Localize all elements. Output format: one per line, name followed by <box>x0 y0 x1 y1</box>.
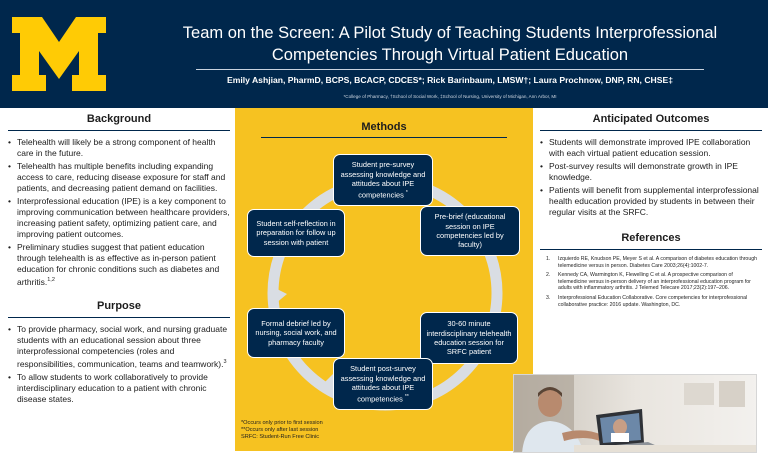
purpose-item: To provide pharmacy, social work, and nu… <box>8 324 230 370</box>
outcomes-list: Students will demonstrate improved IPE c… <box>540 137 762 218</box>
background-item: Telehealth has multiple benefits includi… <box>8 161 230 194</box>
outcomes-heading: Anticipated Outcomes <box>592 113 710 125</box>
left-column: Background Telehealth will likely be a s… <box>8 113 230 451</box>
background-heading: Background <box>86 113 152 125</box>
title-divider <box>196 69 704 70</box>
citation-superscript: 1,2 <box>47 277 55 283</box>
outcome-item: Students will demonstrate improved IPE c… <box>540 137 762 159</box>
reference-item: 2.Kennedy CA, Warmington K, Flewelling C… <box>546 272 751 292</box>
reference-item: 1.Izquierdo RE, Knudson PE, Meyer S et a… <box>546 256 757 269</box>
purpose-item: To allow students to work collaborativel… <box>8 372 230 405</box>
footnote: SRFC: Student-Run Free Clinic <box>241 434 320 440</box>
step-pre-survey: Student pre-survey assessing knowledge a… <box>333 154 433 206</box>
reference-item: 3.Interprofessional Education Collaborat… <box>546 294 748 308</box>
university-michigan-block-m-logo <box>12 17 106 91</box>
methods-panel: Methods Student pre-survey assessing kno… <box>235 108 533 451</box>
references-heading: References <box>621 232 681 244</box>
title-line-2: Competencies Through Virtual Patient Edu… <box>271 46 629 64</box>
methods-footnotes: *Occurs only prior to first session **Oc… <box>241 420 323 441</box>
purpose-list: To provide pharmacy, social work, and nu… <box>8 324 230 405</box>
telehealth-photo <box>513 374 757 453</box>
poster-header: Team on the Screen: A Pilot Study of Tea… <box>0 0 768 108</box>
purpose-divider <box>8 316 230 318</box>
purpose-heading: Purpose <box>96 299 141 312</box>
methods-divider <box>261 137 507 138</box>
right-column: Anticipated Outcomes Students will demon… <box>540 113 762 451</box>
outcome-item: Patients will benefit from supplemental … <box>540 185 762 218</box>
background-item: Telehealth will likely be a strong compo… <box>8 137 230 159</box>
footnote: *Occurs only prior to first session <box>241 420 323 426</box>
footnote: **Occurs only after last session <box>241 427 319 433</box>
citation-superscript: 3 <box>223 358 227 365</box>
background-divider <box>8 130 230 131</box>
references-divider <box>540 249 762 250</box>
background-list: Telehealth will likely be a strong compo… <box>8 137 230 288</box>
poster-title: Team on the Screen: A Pilot Study of Tea… <box>150 22 750 66</box>
affiliations: *College of Pharmacy, †School of Social … <box>343 94 557 99</box>
background-item: Preliminary studies suggest that patient… <box>8 242 230 288</box>
step-post-survey: Student post-survey assessing knowledge … <box>333 358 433 410</box>
outcome-item: Post-survey results will demonstrate gro… <box>540 161 762 183</box>
step-formal-debrief: Formal debrief led by nursing, social wo… <box>247 308 345 358</box>
step-telehealth-session: 30-60 minute interdisciplinary telehealt… <box>420 312 518 364</box>
step-pre-brief: Pre-brief (educational session on IPE co… <box>420 206 520 256</box>
background-item: Interprofessional education (IPE) is a k… <box>8 196 230 240</box>
author-list: Emily Ashjian, PharmD, BCPS, BCACP, CDCE… <box>226 75 673 85</box>
outcomes-divider <box>540 130 762 131</box>
step-self-reflection: Student self-reflection in preparation f… <box>247 209 345 257</box>
methods-heading: Methods <box>361 121 407 133</box>
references-list: 1.Izquierdo RE, Knudson PE, Meyer S et a… <box>540 256 762 308</box>
telehealth-illustration <box>514 375 756 452</box>
title-line-1: Team on the Screen: A Pilot Study of Tea… <box>182 24 718 42</box>
